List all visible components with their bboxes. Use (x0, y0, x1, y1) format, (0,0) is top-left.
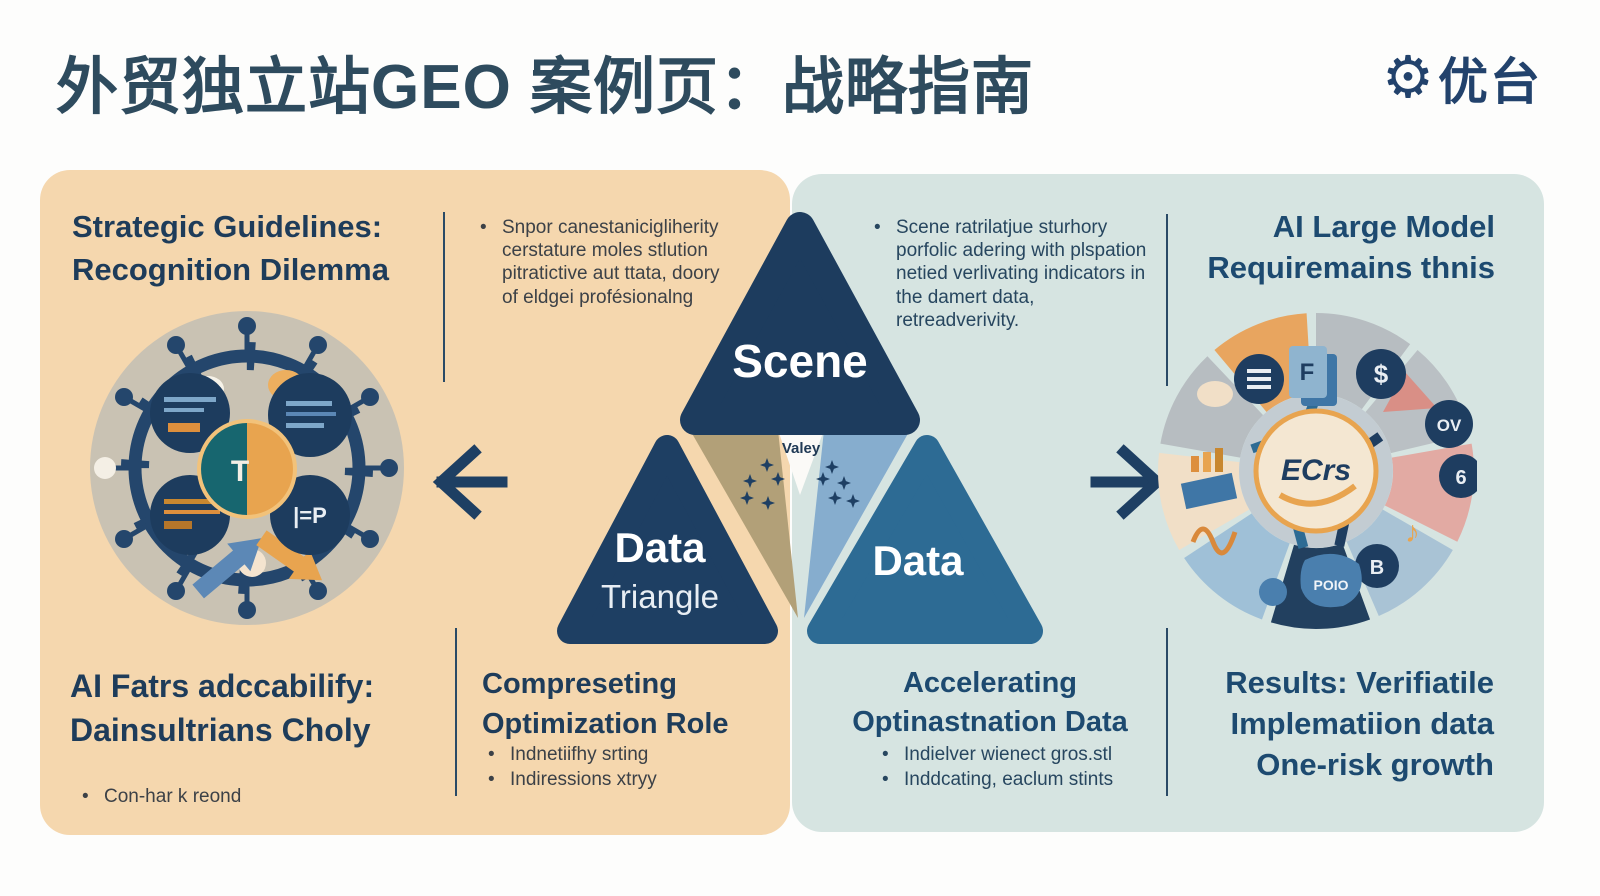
blue-arrow-shape (192, 538, 262, 599)
badge-iep-icon: |=P (270, 475, 350, 555)
recognition-gear-diagram: |=P T (90, 311, 404, 625)
mid-left-bullet-1: Indnetiifhy srting (486, 742, 766, 767)
ai-model-wheel-diagram: ♪ F $ OV (1158, 313, 1477, 629)
left-arrow-icon (432, 444, 508, 520)
right-bottom-heading: Results: Verifiatile Implematiion data O… (1225, 665, 1494, 783)
scene-triangle (680, 212, 920, 435)
svg-text:F: F (1300, 359, 1315, 386)
divider-left-bottom (455, 628, 457, 796)
right-top-bullet: Scene ratrilatjue sturhory porfolic ader… (872, 216, 1150, 332)
wheel-center-logo: ECrs (1253, 408, 1379, 534)
poio-blob-icon: POIO (1300, 553, 1362, 608)
mid-left-heading: Compreseting Optimization Role (482, 668, 729, 741)
data-left-sublabel: Triangle (601, 578, 719, 615)
left-bottom-bullet-list: Con-har k reond (80, 785, 380, 808)
file-icon: F (1289, 346, 1337, 406)
document-icon-ne (268, 373, 352, 457)
mid-left-bullet-list: Indnetiifhy srting Indiressions xtryy (486, 742, 766, 792)
valley-wedge (778, 430, 824, 495)
mid-right-heading: Accelerating Optinastnation Data (852, 667, 1128, 738)
tan-wedge (690, 430, 798, 618)
mid-right-bullet-list: Indielver wienect gros.stl Inddcating, e… (880, 742, 1160, 792)
mid-right-bullet-1: Indielver wienect gros.stl (880, 742, 1160, 767)
brand-logo: ⚙ 优台 (1382, 42, 1542, 114)
document-icon-nw (150, 373, 230, 453)
left-panel-heading: Strategic Guidelines: Recognition Dilemm… (72, 209, 389, 287)
dollar-badge-icon: $ (1356, 349, 1406, 399)
left-top-bullet: Snpor canestanicigliherity cerstature mo… (478, 216, 736, 309)
blue-wedge (804, 430, 910, 618)
white-dot (94, 457, 116, 479)
divider-left-top (443, 212, 445, 382)
mid-right-bullet-2: Inddcating, eaclum stints (880, 767, 1160, 792)
svg-text:$: $ (1374, 359, 1389, 389)
page-title: 外贸独立站GEO 案例页：战略指南 (56, 53, 1035, 122)
data-triangle-diagram: Valey Scene Data Triangle Data (557, 212, 1043, 644)
right-panel-heading: AI Large Model Requiremains thnis (1207, 209, 1495, 286)
left-bottom-heading: AI Fatrs adccabilify: Dainsultrians Chol… (70, 668, 375, 749)
svg-text:POIO: POIO (1313, 577, 1348, 593)
svg-text:|=P: |=P (293, 503, 327, 528)
svg-text:ECrs: ECrs (1281, 454, 1351, 487)
left-top-bullet-list: Snpor canestanicigliherity cerstature mo… (478, 216, 736, 309)
orange-arrow-shape (256, 530, 323, 581)
data-triangle-left (557, 435, 778, 644)
list-badge-icon (1234, 354, 1284, 404)
svg-text:B: B (1370, 557, 1384, 579)
svg-text:♪: ♪ (1405, 516, 1420, 549)
svg-text:6: 6 (1455, 467, 1466, 489)
gear-spoke-dots (115, 317, 398, 619)
ov-badge-icon: OV (1425, 400, 1473, 448)
brand-text: 优台 (1438, 54, 1542, 110)
data-right-label: Data (872, 537, 964, 584)
data-left-label: Data (614, 524, 706, 571)
right-top-bullet-list: Scene ratrilatjue sturhory porfolic ader… (872, 216, 1150, 332)
svg-text:T: T (231, 455, 249, 488)
divider-right-bottom (1166, 628, 1168, 796)
segment-decorations: ♪ (1180, 372, 1437, 606)
six-badge-icon: 6 (1439, 454, 1477, 498)
right-arrow-icon (1090, 444, 1166, 520)
svg-text:OV: OV (1437, 416, 1462, 435)
data-triangle-right (807, 435, 1043, 644)
gear-icon: ⚙ (1382, 45, 1434, 110)
valley-label: Valey (782, 440, 821, 457)
left-bottom-bullet: Con-har k reond (80, 785, 380, 808)
b-badge-icon: B (1355, 544, 1399, 588)
divider-right-top (1166, 214, 1168, 386)
center-core-icon: T (197, 419, 297, 519)
mid-left-bullet-2: Indiressions xtryy (486, 767, 766, 792)
scene-label: Scene (732, 335, 868, 387)
